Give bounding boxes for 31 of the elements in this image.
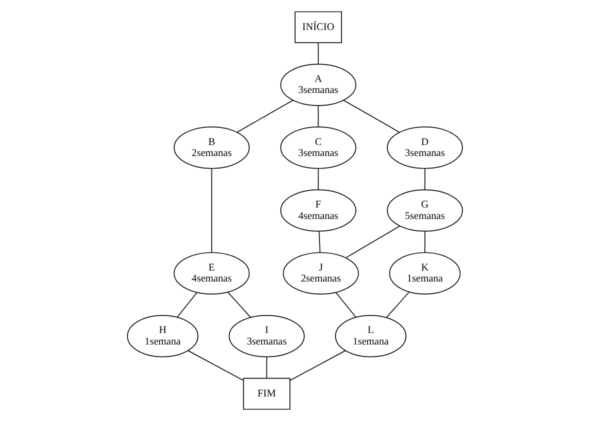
node-box: INÍCIO (294, 11, 342, 44)
node-ellipse: C 3semanas (280, 126, 356, 169)
node-ellipse: H 1semana (126, 315, 198, 358)
connector (236, 100, 293, 133)
connector (334, 292, 356, 318)
connector (317, 105, 318, 128)
connector (266, 356, 267, 379)
node-ellipse: I 3semanas (228, 315, 304, 358)
connector (226, 292, 250, 318)
connector (187, 350, 244, 381)
connector (424, 230, 425, 254)
node-ellipse: E 4semanas (173, 252, 250, 294)
connector (289, 350, 346, 381)
node-ellipse: F 4semanas (280, 189, 356, 232)
connector (317, 42, 318, 64)
node-ellipse: J 2semanas (282, 252, 358, 294)
connector (424, 168, 425, 190)
connector (176, 292, 197, 318)
connector (318, 230, 320, 254)
connector (210, 168, 212, 254)
node-ellipse: A 3semanas (280, 64, 356, 106)
node-ellipse: G 5semanas (386, 189, 462, 232)
connector (344, 226, 400, 258)
node-ellipse: D 3semanas (386, 126, 462, 169)
connector (317, 168, 318, 190)
node-ellipse: L 1semana (334, 315, 406, 358)
connector (342, 100, 400, 133)
node-ellipse: K 1semana (388, 252, 460, 294)
node-box: FIM (242, 378, 290, 410)
connector (386, 291, 410, 318)
node-ellipse: B 2semanas (173, 126, 250, 169)
